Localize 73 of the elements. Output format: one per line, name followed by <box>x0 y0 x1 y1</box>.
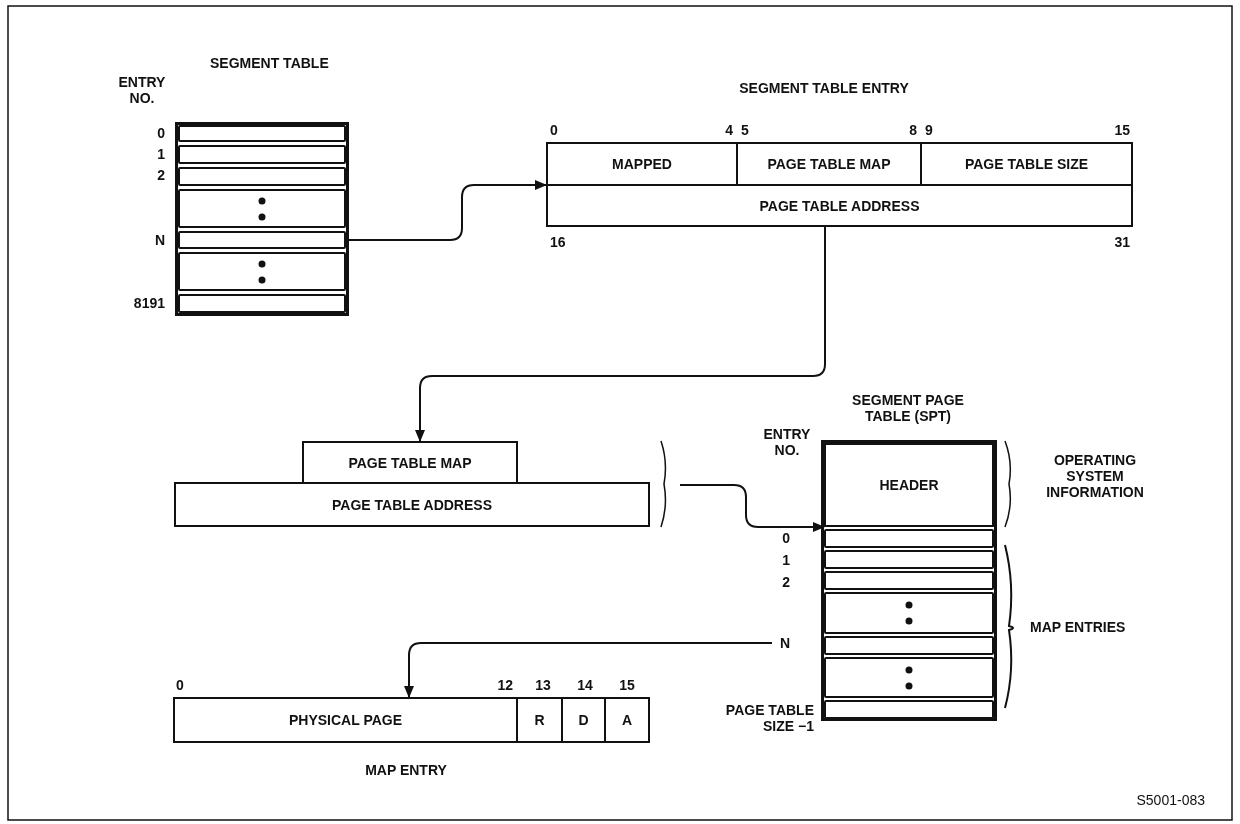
bit-number: 0 <box>157 125 165 141</box>
table-row <box>824 571 994 590</box>
bit-field <box>302 441 518 484</box>
table-row <box>824 657 994 698</box>
table-title: SEGMENT PAGE TABLE (SPT) <box>851 392 965 424</box>
bit-number: 15 <box>619 677 635 693</box>
register-layout <box>173 697 650 743</box>
section-note: OPERATING SYSTEM INFORMATION <box>1045 452 1145 500</box>
bit-field <box>561 697 606 743</box>
segment-table <box>175 122 349 316</box>
table-row <box>178 252 346 291</box>
table-row <box>178 294 346 313</box>
field-label: PAGE TABLE ADDRESS <box>759 197 920 214</box>
bit-number: 4 <box>725 122 733 138</box>
bit-field <box>516 697 563 743</box>
bit-number: 8 <box>909 122 917 138</box>
bit-field <box>173 697 518 743</box>
table-title: MAP ENTRY <box>365 762 447 778</box>
bit-number: 8191 <box>133 295 165 311</box>
field-label: PHYSICAL PAGE <box>288 712 403 728</box>
table-title: SEGMENT TABLE <box>210 55 329 71</box>
field-label: R <box>534 712 545 728</box>
arrow <box>415 226 826 442</box>
table-row <box>824 700 994 719</box>
bit-number: 13 <box>535 677 551 693</box>
bit-field <box>546 184 1133 227</box>
bit-number: 1 <box>782 552 790 568</box>
entry-number-heading: ENTRY NO. <box>117 74 167 106</box>
field-label: HEADER <box>879 477 939 493</box>
table-row <box>824 529 994 548</box>
field-label: A <box>621 712 633 728</box>
bit-number: 2 <box>157 167 165 183</box>
field-label: PAGE TABLE MAP <box>348 454 472 471</box>
field-label: D <box>578 712 589 728</box>
figure-id: S5001-083 <box>1136 792 1205 808</box>
field-label: PAGE TABLE SIZE <box>964 156 1089 172</box>
table-row <box>178 167 346 186</box>
bit-number: 1 <box>157 146 165 162</box>
table-title: SEGMENT TABLE ENTRY <box>739 80 909 96</box>
bit-number: 16 <box>550 234 566 250</box>
bit-number: N <box>779 635 790 651</box>
bit-field <box>604 697 650 743</box>
table-row <box>824 592 994 634</box>
bit-number: N <box>154 232 165 248</box>
bit-number: 0 <box>550 122 558 138</box>
bit-field <box>920 142 1133 186</box>
table-row <box>824 550 994 569</box>
register-layout <box>546 142 1133 227</box>
bit-number: 31 <box>1114 234 1130 250</box>
bit-number: 9 <box>925 122 933 138</box>
bit-number: 15 <box>1114 122 1130 138</box>
table-row <box>178 189 346 228</box>
entry-number-heading: ENTRY NO. <box>762 426 812 458</box>
bit-number: 12 <box>497 677 513 693</box>
field-label: PAGE TABLE MAP <box>767 156 891 172</box>
table-row <box>824 636 994 655</box>
bit-number: 5 <box>741 122 749 138</box>
header-row <box>824 443 994 527</box>
field-label: PAGE TABLE ADDRESS <box>332 496 492 513</box>
bit-number: 14 <box>577 677 593 693</box>
page-table <box>821 440 997 721</box>
bit-number: 0 <box>782 530 790 546</box>
table-row <box>178 145 346 164</box>
bit-field <box>546 142 738 186</box>
field-label: MAPPED <box>612 156 672 172</box>
arrow <box>404 642 773 698</box>
bit-number: 0 <box>176 677 184 693</box>
bit-field <box>174 482 650 527</box>
section-note: MAP ENTRIES <box>1030 619 1127 635</box>
entry-number: PAGE TABLE SIZE −1 <box>724 702 814 734</box>
table-row <box>178 231 346 249</box>
table-row <box>178 125 346 142</box>
bit-number: 2 <box>782 574 790 590</box>
